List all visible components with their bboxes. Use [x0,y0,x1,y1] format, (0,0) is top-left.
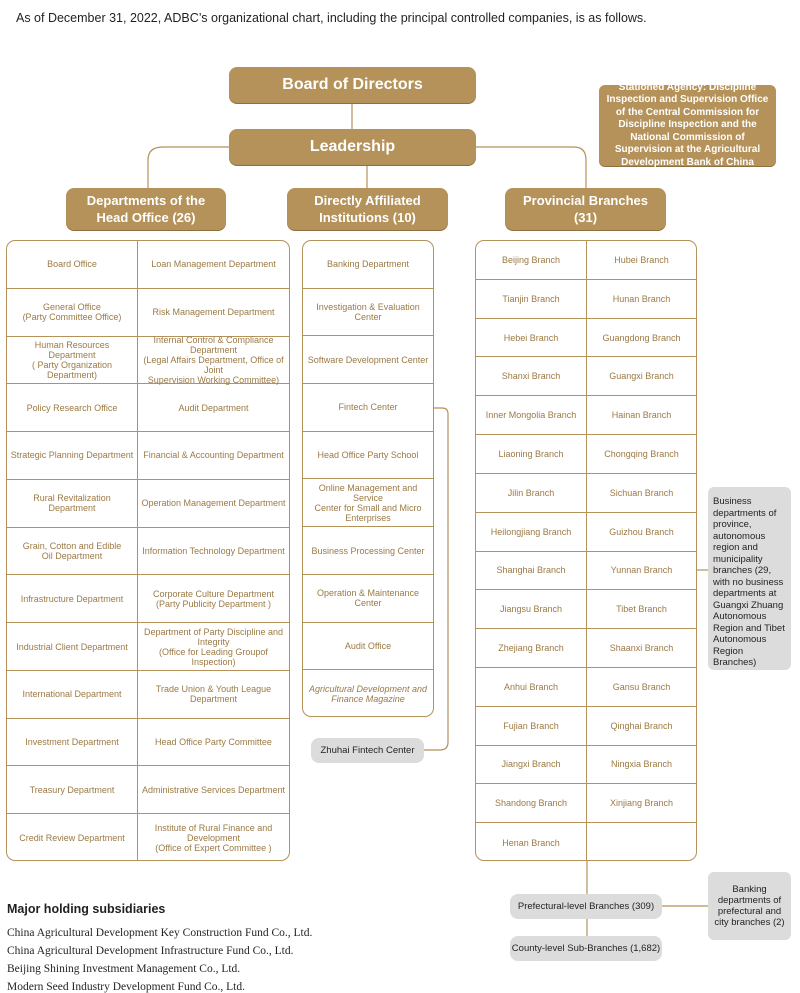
institution-cell: Online Management and Service Center for… [303,480,433,528]
branch-cell: Hubei Branch [586,241,696,280]
institution-cell: Head Office Party School [303,432,433,480]
institution-cell: Software Development Center [303,336,433,385]
subsidiary-item: China Agricultural Development Key Const… [7,927,313,939]
branch-cell: Fujian Branch [476,707,586,746]
department-cell: Trade Union & Youth League Department [137,670,289,719]
branch-cell: Jiangxi Branch [476,746,586,785]
subsidiaries-title: Major holding subsidiaries [7,902,166,916]
department-cell: Investment Department [7,719,137,767]
department-cell: Department of Party Discipline and Integ… [137,623,289,671]
branch-cell: Yunnan Branch [586,551,696,591]
department-cell: Credit Review Department [19,833,125,844]
department-cell: Rural Revitalization Department [7,480,137,528]
institution-cell: Fintech Center [303,384,433,432]
department-cell: Infrastructure Department [7,575,137,624]
board-of-directors-box: Board of Directors [229,67,476,103]
branch-cell: Liaoning Branch [476,435,586,474]
branch-cell: Inner Mongolia Branch [476,396,586,436]
subsidiary-item: Beijing Shining Investment Management Co… [7,963,241,975]
department-cell: Audit Department [137,384,289,433]
institution-cell: Agricultural Development and Finance Mag… [308,684,428,705]
department-cell: Head Office Party Committee [137,718,289,767]
branch-cell: Guangdong Branch [586,318,696,358]
subsidiary-item: China Agricultural Development Infrastru… [7,945,294,957]
branch-cell: Ningxia Branch [586,745,696,785]
department-cell: General Office (Party Committee Office) [7,289,137,337]
institution-cell: Audit Office [303,623,433,671]
branch-cell: Guizhou Branch [586,512,696,552]
department-cell: Board Office [7,241,137,289]
department-cell: Risk Management Department [137,288,289,337]
branch-cell: Shanghai Branch [476,552,586,591]
stationed-agency-box: Stationed Agency: Discipline Inspection … [599,82,776,168]
department-cell: Industrial Client Department [7,623,137,671]
affiliated-institutions-header: Directly Affiliated Institutions (10) [287,188,448,230]
department-cell: International Department [7,671,137,719]
zhuhai-fintech-center-box: Zhuhai Fintech Center [311,738,424,763]
head-office-header: Departments of the Head Office (26) [66,188,226,230]
branch-cell: Anhui Branch [476,668,586,707]
branch-cell: Tibet Branch [586,590,696,630]
institution-cell: Banking Department [303,241,433,289]
branch-cell: Sichuan Branch [586,473,696,513]
department-cell: Strategic Planning Department [7,432,137,480]
branch-cell: Jilin Branch [476,474,586,513]
county-sub-branches-box: County-level Sub-Branches (1,682) [510,936,662,961]
department-cell: Treasury Department [7,766,137,815]
institution-cell: Investigation & Evaluation Center [303,289,433,337]
department-cell: Institute of Rural Finance and Developme… [137,814,289,860]
department-cell: Information Technology Department [137,527,289,576]
department-cell: Operation Management Department [137,479,289,528]
department-cell: Financial & Accounting Department [137,432,289,480]
branch-cell: Jiangsu Branch [476,590,586,630]
banking-departments-note: Banking departments of prefectural and c… [708,872,791,940]
branch-cell: Zhejiang Branch [476,629,586,668]
department-cell: Loan Management Department [137,241,289,289]
branch-cell: Heilongjiang Branch [476,513,586,552]
leadership-box: Leadership [229,129,476,165]
branch-cell: Qinghai Branch [586,706,696,746]
institution-cell: Business Processing Center [303,527,433,575]
branch-cell: Shaanxi Branch [586,629,696,668]
branch-cell: Xinjiang Branch [586,784,696,824]
branch-cell: Guangxi Branch [586,357,696,397]
branch-cell [586,823,696,860]
branch-cell: Gansu Branch [586,667,696,707]
branch-cell: Shandong Branch [476,784,586,824]
branch-cell: Beijing Branch [476,241,586,280]
branch-cell: Hainan Branch [586,396,696,436]
department-cell: Grain, Cotton and Edible Oil Department [7,528,137,576]
branch-cell: Shanxi Branch [476,357,586,397]
branch-cell: Hebei Branch [476,319,586,358]
department-cell: Policy Research Office [7,384,137,433]
intro-text: As of December 31, 2022, ADBC’s organiza… [16,11,647,25]
department-cell: Human Resources Department ( Party Organ… [7,337,137,385]
department-cell: Corporate Culture Department (Party Publ… [137,575,289,624]
business-departments-note: Business departments of province, autono… [708,487,791,670]
institution-cell: Operation & Maintenance Center [303,575,433,623]
department-cell: Internal Control & Compliance Department… [137,335,289,385]
provincial-branches-header: Provincial Branches (31) [505,188,666,230]
branch-cell: Chongqing Branch [586,435,696,474]
department-cell: Administrative Services Department [137,766,289,815]
branch-cell: Hunan Branch [586,279,696,319]
branch-cell: Tianjin Branch [476,280,586,319]
subsidiary-item: Modern Seed Industry Development Fund Co… [7,981,245,993]
prefectural-branches-box: Prefectural-level Branches (309) [510,894,662,919]
branch-cell: Henan Branch [502,837,560,848]
